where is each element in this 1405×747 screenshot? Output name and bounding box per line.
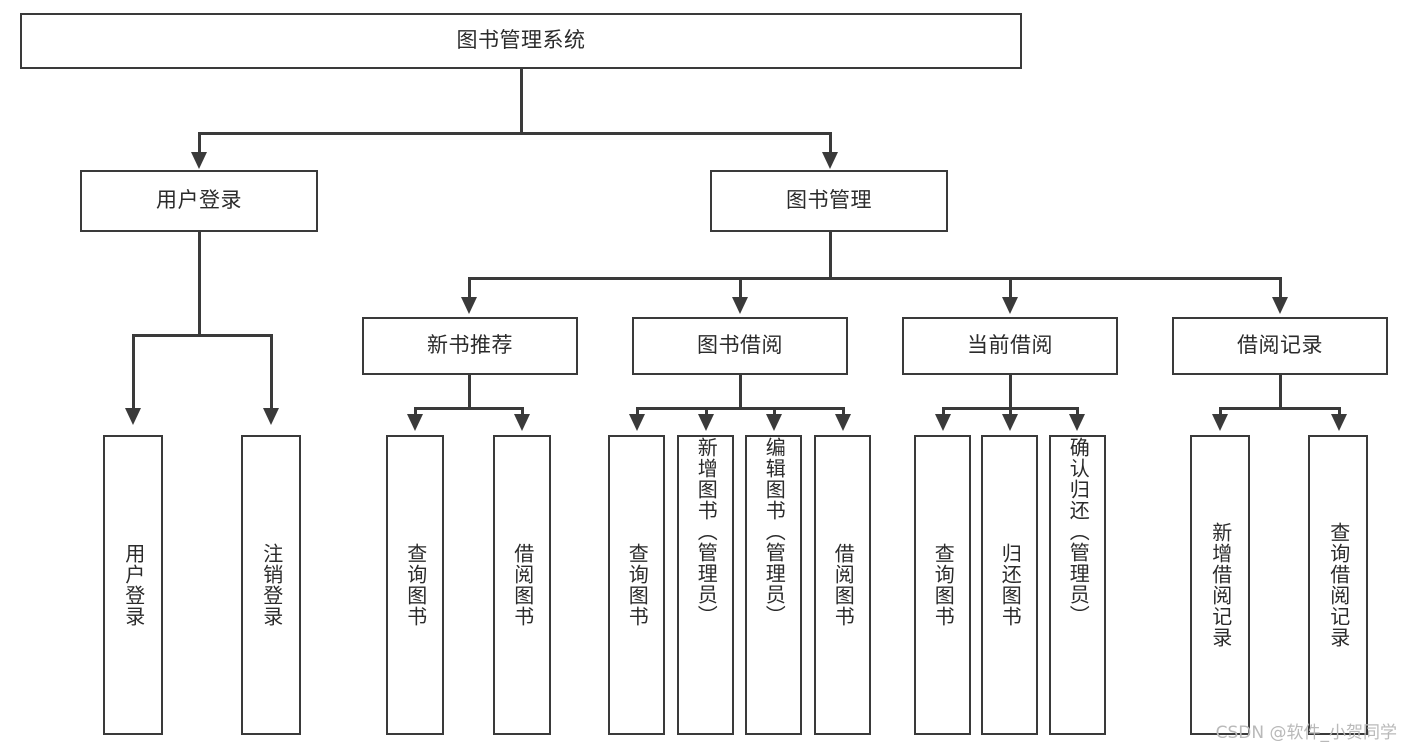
leaf-edit-book[interactable]: 编辑图书（管理员） [745,435,802,735]
node-borrow-record[interactable]: 借阅记录 [1172,317,1388,375]
leaf-query-book-2[interactable]: 查询图书 [608,435,665,735]
connector-bookmanage-drop-3 [1009,277,1012,299]
leaf-label: 编辑图书（管理员） [762,437,787,626]
connector-bookmanage-stem [829,232,832,280]
connector-bookmanage-drop-1 [468,277,471,299]
node-book-manage[interactable]: 图书管理 [710,170,948,232]
arrow-to-new-book-recommend [461,297,477,314]
node-label: 借阅记录 [1237,333,1323,358]
connector-currentborrow-drop-2 [1009,407,1012,417]
leaf-user-login[interactable]: 用户登录 [103,435,163,735]
leaf-add-book[interactable]: 新增图书（管理员） [677,435,734,735]
connector-bookmanage-bus [468,277,1282,280]
leaf-label: 归还图书 [998,543,1023,627]
arrow-to-leaf-add-book [698,414,714,431]
arrow-to-leaf-query-record [1331,414,1347,431]
connector-bookborrow-bus [636,407,844,410]
arrow-to-leaf-user-login [125,408,141,425]
leaf-label: 查询图书 [931,543,956,627]
node-label: 用户登录 [156,188,242,213]
leaf-label: 新增图书（管理员） [694,437,719,626]
arrow-to-user-login [191,152,207,169]
arrow-to-book-borrow [732,297,748,314]
connector-borrowrecord-drop-2 [1338,407,1341,417]
connector-borrowrecord-drop-1 [1219,407,1222,417]
leaf-label: 新增借阅记录 [1208,522,1233,648]
leaf-label: 查询图书 [625,543,650,627]
node-label: 新书推荐 [427,333,513,358]
connector-bookmanage-drop-2 [739,277,742,299]
leaf-query-record[interactable]: 查询借阅记录 [1308,435,1368,735]
connector-bookmanage-drop-4 [1279,277,1282,299]
connector-borrowrecord-bus [1219,407,1341,410]
arrow-to-book-manage [822,152,838,169]
leaf-label: 借阅图书 [510,543,535,627]
leaf-query-book-3[interactable]: 查询图书 [914,435,971,735]
connector-userlogin-drop-2 [270,334,273,410]
arrow-to-leaf-user-logout [263,408,279,425]
arrow-to-leaf-query-book-2 [629,414,645,431]
node-root-book-management-system[interactable]: 图书管理系统 [20,13,1022,69]
node-current-borrow[interactable]: 当前借阅 [902,317,1118,375]
node-new-book-recommend[interactable]: 新书推荐 [362,317,578,375]
arrow-to-current-borrow [1002,297,1018,314]
connector-root-drop-1 [198,132,201,154]
leaf-label: 查询借阅记录 [1326,522,1351,648]
node-book-borrow[interactable]: 图书借阅 [632,317,848,375]
leaf-label: 用户登录 [121,543,146,627]
connector-currentborrow-drop-1 [942,407,945,417]
connector-root-stem [520,69,523,134]
node-label: 当前借阅 [967,333,1053,358]
leaf-confirm-return[interactable]: 确认归还（管理员） [1049,435,1106,735]
leaf-label: 确认归还（管理员） [1066,437,1091,626]
connector-userlogin-drop-1 [132,334,135,410]
arrow-to-leaf-query-book-1 [407,414,423,431]
leaf-label: 注销登录 [259,543,284,627]
node-user-login[interactable]: 用户登录 [80,170,318,232]
leaf-label: 查询图书 [403,543,428,627]
connector-newbook-drop-1 [414,407,417,417]
leaf-label: 借阅图书 [831,543,856,627]
leaf-borrow-book-2[interactable]: 借阅图书 [814,435,871,735]
connector-bookborrow-drop-4 [842,407,845,417]
connector-currentborrow-drop-3 [1076,407,1079,417]
connector-userlogin-stem [198,232,201,336]
connector-borrowrecord-stem [1279,375,1282,410]
arrow-to-leaf-borrow-book-2 [835,414,851,431]
connector-root-bus [198,132,832,135]
connector-root-drop-2 [829,132,832,154]
connector-newbook-drop-2 [521,407,524,417]
leaf-user-logout[interactable]: 注销登录 [241,435,301,735]
arrow-to-leaf-add-record [1212,414,1228,431]
leaf-borrow-book-1[interactable]: 借阅图书 [493,435,551,735]
leaf-add-record[interactable]: 新增借阅记录 [1190,435,1250,735]
connector-bookborrow-drop-2 [705,407,708,417]
node-label: 图书管理系统 [456,28,586,53]
arrow-to-borrow-record [1272,297,1288,314]
arrow-to-leaf-query-book-3 [935,414,951,431]
node-label: 图书借阅 [697,333,783,358]
arrow-to-leaf-confirm-return [1069,414,1085,431]
arrow-to-leaf-edit-book [766,414,782,431]
node-label: 图书管理 [786,188,872,213]
connector-bookborrow-stem [739,375,742,410]
connector-newbook-stem [468,375,471,410]
connector-bookborrow-drop-1 [636,407,639,417]
connector-bookborrow-drop-3 [773,407,776,417]
arrow-to-leaf-borrow-book-1 [514,414,530,431]
connector-userlogin-bus [132,334,272,337]
connector-newbook-bus [414,407,524,410]
leaf-return-book[interactable]: 归还图书 [981,435,1038,735]
leaf-query-book-1[interactable]: 查询图书 [386,435,444,735]
arrow-to-leaf-return-book [1002,414,1018,431]
connector-currentborrow-stem [1009,375,1012,410]
